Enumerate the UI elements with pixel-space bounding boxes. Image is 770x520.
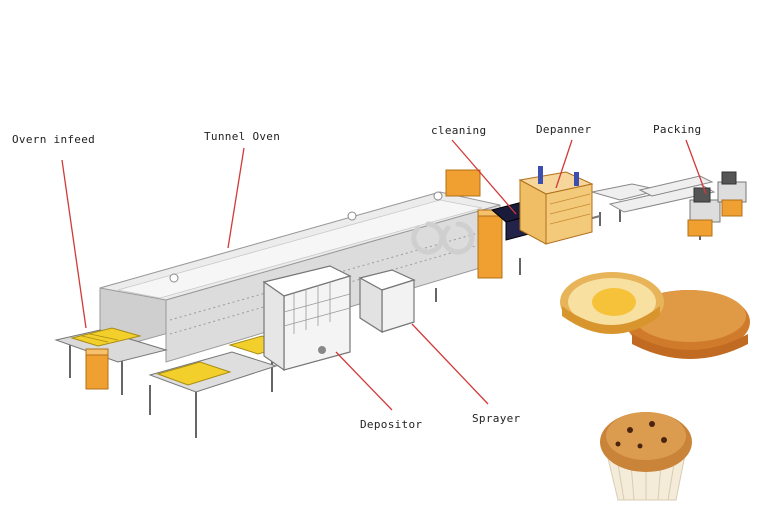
- label-oven-infeed: Overn infeed: [12, 133, 96, 146]
- oven-infeed-conveyor: [54, 327, 168, 390]
- logo-watermark: [411, 221, 475, 255]
- leader-cleaning: [451, 139, 517, 215]
- depositor-machine: [262, 265, 352, 372]
- control-cabinet: [445, 169, 503, 279]
- leader-depositor: [335, 351, 393, 411]
- leader-lines: [61, 139, 707, 411]
- sprayer-machine: [358, 269, 416, 334]
- leader-tunnel-oven: [227, 147, 245, 249]
- packing-machines: [687, 171, 747, 237]
- label-sprayer: Sprayer: [472, 412, 521, 425]
- muffin-image: [600, 412, 692, 501]
- leader-packing: [685, 139, 707, 195]
- label-packing: Packing: [653, 123, 702, 136]
- depanner-machine: [518, 166, 594, 245]
- packing-conveyor: [591, 175, 716, 213]
- label-depositor: Depositor: [360, 418, 423, 431]
- leader-depanner: [555, 139, 573, 189]
- label-tunnel-oven: Tunnel Oven: [204, 130, 281, 143]
- tunnel-oven: [99, 191, 501, 363]
- label-cleaning: cleaning: [431, 124, 487, 137]
- label-depanner: Depanner: [536, 123, 592, 136]
- leader-oven-infeed: [61, 159, 87, 329]
- leader-sprayer: [411, 323, 489, 405]
- sponge-cake-image: [560, 272, 750, 359]
